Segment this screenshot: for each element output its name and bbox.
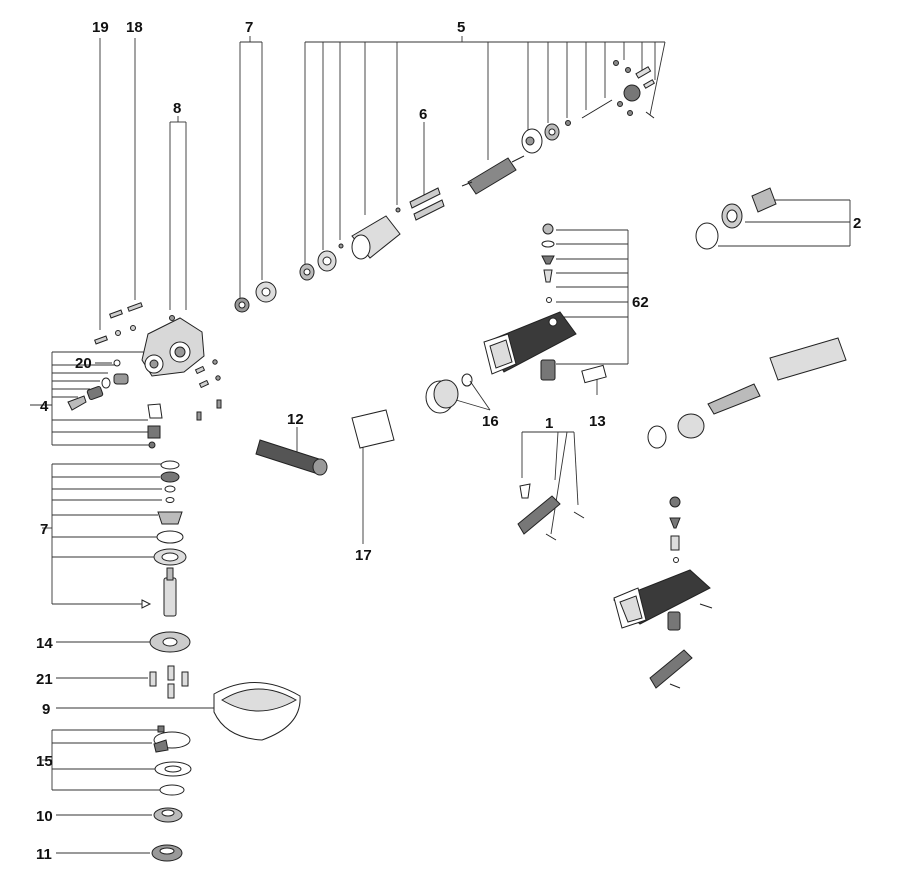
screw-18 xyxy=(115,302,143,336)
gasket-plate xyxy=(351,409,395,449)
callout-4: 4 xyxy=(40,398,49,415)
callout-9: 9 xyxy=(42,701,50,718)
callouts: 19 18 7 5 8 6 2 62 20 4 16 13 12 1 7 17 … xyxy=(36,19,861,863)
spindle-group xyxy=(141,460,187,617)
callout-8: 8 xyxy=(173,100,181,117)
brush-holder-ring xyxy=(425,373,473,414)
leader-lines xyxy=(30,36,851,854)
callout-12: 12 xyxy=(287,411,304,428)
armature-bearings xyxy=(234,281,277,313)
callout-19: 19 xyxy=(92,19,109,36)
callout-7-left: 7 xyxy=(40,521,48,538)
side-handle xyxy=(255,439,328,476)
callout-7-top: 7 xyxy=(245,19,253,36)
clamping-nut xyxy=(151,844,183,862)
callout-2: 2 xyxy=(853,215,861,232)
assembled-motor-housing xyxy=(613,496,713,689)
callout-21: 21 xyxy=(36,671,53,688)
callout-10: 10 xyxy=(36,808,53,825)
flange-screws xyxy=(149,665,189,699)
callout-20: 20 xyxy=(75,355,92,372)
power-cable-parts xyxy=(647,337,847,449)
carbon-brushes xyxy=(409,187,445,221)
callout-18: 18 xyxy=(126,19,143,36)
gear-head-housing xyxy=(141,315,222,421)
callout-6: 6 xyxy=(419,106,427,123)
wheel-guard xyxy=(213,682,301,741)
callout-17: 17 xyxy=(355,547,372,564)
callout-15: 15 xyxy=(36,753,53,770)
switch-parts xyxy=(517,483,585,541)
callout-62: 62 xyxy=(632,294,649,311)
cable-gland-parts xyxy=(695,187,777,250)
rating-label xyxy=(581,364,607,384)
parts xyxy=(67,60,847,862)
spindle-lock-parts xyxy=(67,359,163,449)
support-flange xyxy=(153,807,183,823)
callout-1: 1 xyxy=(545,415,553,432)
motor-armature-group xyxy=(299,60,656,281)
callout-16: 16 xyxy=(482,413,499,430)
callout-14: 14 xyxy=(36,635,53,652)
callout-13: 13 xyxy=(589,413,606,430)
screw-19 xyxy=(94,309,123,345)
callout-11: 11 xyxy=(36,846,52,863)
bearing-flange xyxy=(149,631,191,653)
motor-housing xyxy=(483,223,577,381)
callout-5: 5 xyxy=(457,19,465,36)
guard-clamp-parts xyxy=(153,725,192,796)
